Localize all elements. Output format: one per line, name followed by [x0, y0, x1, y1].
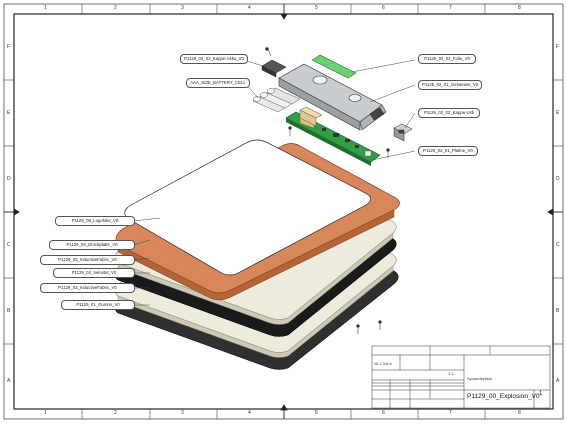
callout-inductive-fabric-1: P1129_03_InductiveFabric_V0 [40, 255, 135, 265]
title-block [371, 345, 551, 409]
zone-label-left-F: F [7, 44, 11, 50]
zone-label-left-B: B [7, 308, 11, 314]
zone-label-top-7: 7 [449, 5, 452, 11]
callout-battery-cell: AAA_SIZE_BATTERY_CELL [186, 78, 250, 88]
zone-label-bottom-3: 3 [181, 410, 184, 416]
zone-label-left-A: A [7, 378, 11, 384]
battery-cells [252, 87, 301, 113]
usb-cap [393, 123, 413, 142]
zone-label-top-4: 4 [248, 5, 251, 11]
zone-label-top-2: 2 [114, 5, 117, 11]
pcb-components [322, 128, 372, 157]
title-block-drawing-name: P1129_00_Explosion_V0 [467, 393, 540, 400]
centering-marks [4, 4, 563, 419]
zone-label-bottom-2: 2 [114, 410, 117, 416]
title-block-subtitle: Synoedeyfishi [467, 376, 492, 381]
zone-label-bottom-5: 5 [315, 410, 318, 416]
housing [278, 63, 387, 131]
zone-label-bottom-8: 8 [518, 410, 521, 416]
zone-label-top-5: 5 [315, 5, 318, 11]
callout-pressure-plate: P1129_04_Druckplatte_V0 [49, 240, 135, 250]
callout-rubber: P1129_01_Gummi_V0 [61, 300, 135, 310]
zone-label-right-F: F [556, 44, 560, 50]
zone-label-right-D: D [556, 176, 560, 182]
outer-frame [3, 3, 564, 420]
zone-label-top-3: 3 [181, 5, 184, 11]
title-block-sheet-number: 1 [539, 391, 543, 397]
logo-foil [124, 139, 372, 276]
zone-label-right-C: C [556, 242, 560, 248]
title-block-material: VA: 1:7kt1 m [374, 362, 393, 366]
zone-label-right-B: B [556, 308, 560, 314]
zone-label-right-E: E [556, 110, 560, 116]
battery-cap [261, 59, 287, 78]
callout-velostat: P1129_02_Velostat_V0 [53, 268, 135, 278]
callout-battery-cap: P1129_02_03_Kappe-Akku_V0 [180, 54, 248, 64]
zone-label-bottom-4: 4 [248, 410, 251, 416]
callout-foil: P1129_02_02_Folie_V0 [418, 54, 476, 64]
callout-usb-cap: P1129_02_03_Kappe-Usb [418, 108, 480, 118]
callout-pcb: P1129_02_01_Platine_V0 [418, 146, 478, 156]
zone-label-top-6: 6 [382, 5, 385, 11]
zone-label-top-8: 8 [518, 5, 521, 11]
title-block-scale: 1:1 [448, 371, 454, 376]
zone-label-bottom-1: 1 [44, 410, 47, 416]
zone-label-bottom-7: 7 [449, 410, 452, 416]
zone-label-bottom-6: 6 [382, 410, 385, 416]
callout-logo-foil: P1129_05_Logofolie_V0 [55, 216, 135, 226]
zone-label-top-1: 1 [44, 5, 47, 11]
zone-label-left-E: E [7, 110, 11, 116]
green-foil [311, 54, 357, 79]
callout-housing: P1129_02_01_Gehaeuse_V0 [418, 80, 482, 90]
zone-label-left-D: D [7, 176, 11, 182]
zone-label-left-C: C [7, 242, 11, 248]
zone-label-right-A: A [556, 378, 560, 384]
callout-inductive-fabric-2: P1129_03_InductiveFabric_V0 [40, 283, 135, 293]
